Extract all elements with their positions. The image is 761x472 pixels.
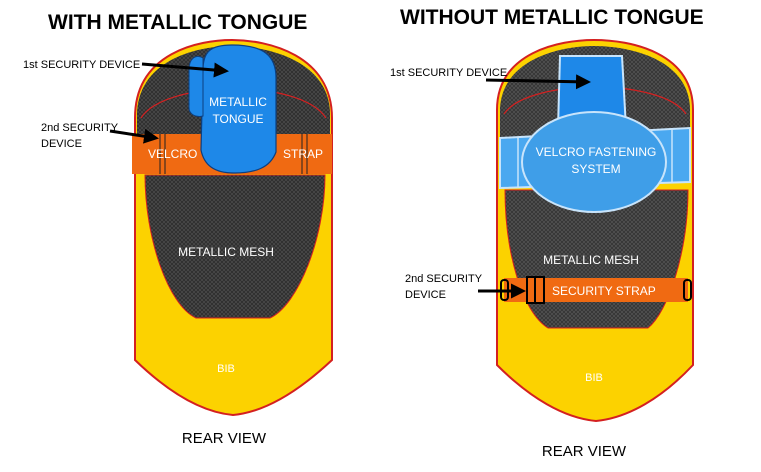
right-second-device-label-1: 2nd SECURITY — [405, 273, 483, 285]
left-tongue-slot — [188, 56, 204, 117]
left-metallic-mesh — [144, 174, 326, 319]
right-second-device-label-2: DEVICE — [405, 289, 446, 301]
left-tongue-label-2: TONGUE — [212, 112, 263, 126]
left-strap-label: STRAP — [283, 147, 323, 161]
left-first-device-label: 1st SECURITY DEVICE — [23, 59, 140, 71]
left-second-device-arrow — [109, 128, 159, 144]
left-title: WITH METALLIC TONGUE — [48, 11, 307, 34]
right-first-device-arrow — [485, 74, 591, 90]
left-mesh-label: METALLIC MESH — [178, 245, 274, 259]
left-diagram: WITH METALLIC TONGUE METALLIC TONGUE VEL… — [23, 11, 333, 447]
left-metallic-tongue — [200, 44, 277, 174]
left-view-label: REAR VIEW — [182, 430, 267, 447]
left-velcro-label: VELCRO — [148, 147, 197, 161]
right-first-device-label: 1st SECURITY DEVICE — [390, 67, 507, 79]
right-strap-label: SECURITY STRAP — [552, 284, 656, 298]
right-velcro-label-2: SYSTEM — [571, 162, 620, 176]
right-mesh-label: METALLIC MESH — [543, 253, 639, 267]
right-bib-label: BIB — [585, 372, 603, 384]
right-velcro-circle — [521, 111, 667, 213]
left-bib-label: BIB — [217, 363, 235, 375]
left-tongue-label-1: METALLIC — [209, 95, 267, 109]
right-velcro-label-1: VELCRO FASTENING — [536, 145, 657, 159]
left-second-device-label-2: DEVICE — [41, 138, 82, 150]
right-diagram: WITHOUT METALLIC TONGUE VELCRO FASTENING… — [390, 6, 704, 460]
strap-end-loop — [683, 279, 692, 301]
left-first-device-arrow — [141, 62, 229, 78]
right-title: WITHOUT METALLIC TONGUE — [400, 6, 704, 29]
right-view-label: REAR VIEW — [542, 443, 627, 460]
left-second-device-label-1: 2nd SECURITY — [41, 122, 119, 134]
